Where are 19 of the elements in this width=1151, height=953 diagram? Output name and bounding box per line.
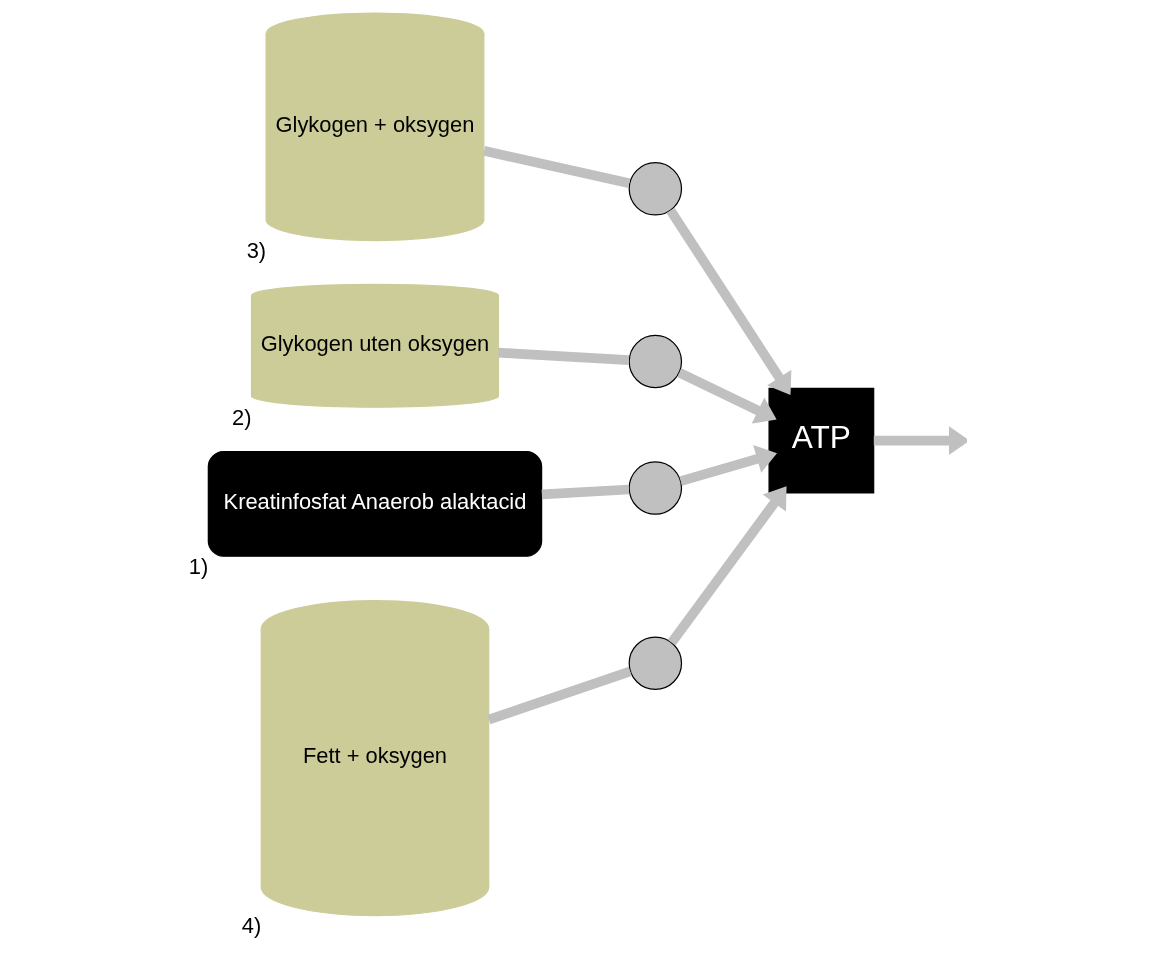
arrow (677, 368, 777, 424)
node-circle (628, 334, 683, 389)
node-box: ATP (768, 387, 875, 494)
connector (487, 666, 632, 725)
node-label: 2) (232, 404, 252, 430)
connector (498, 347, 630, 365)
arrow (666, 207, 792, 395)
node-label: 1) (188, 553, 209, 579)
node-circle (628, 162, 683, 216)
node-circle (628, 461, 683, 515)
node-circle (628, 636, 683, 690)
arrow (873, 426, 967, 456)
arrow (679, 445, 777, 486)
node-box: Kreatinfosfat Anaerob alaktacid (207, 450, 543, 557)
connector (541, 484, 630, 500)
connector (483, 146, 631, 189)
node-label: 4) (241, 913, 262, 939)
node-label: 3) (246, 238, 267, 264)
arrow (667, 486, 787, 646)
